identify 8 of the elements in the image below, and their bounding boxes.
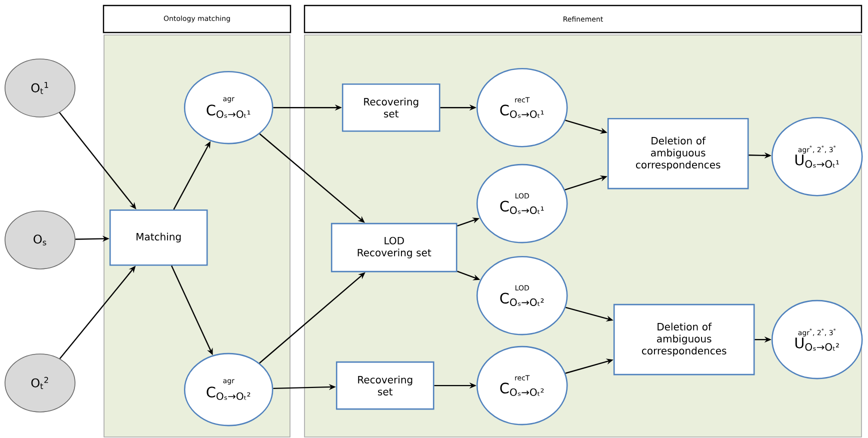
process-box: Deletion of ambiguous correspondences xyxy=(613,304,755,376)
node-label: U$_{Oₛ→Oₜ²}$ xyxy=(795,338,839,351)
process-box: Recovering set xyxy=(336,361,434,410)
process-box: LOD Recovering set xyxy=(330,222,458,272)
process-box: Matching xyxy=(109,209,208,266)
node-label: U$_{Oₛ→Oₜ¹}$ xyxy=(795,154,839,168)
process-box: Recovering set xyxy=(342,83,440,132)
process-box: Deletion of ambiguous correspondences xyxy=(607,118,749,190)
